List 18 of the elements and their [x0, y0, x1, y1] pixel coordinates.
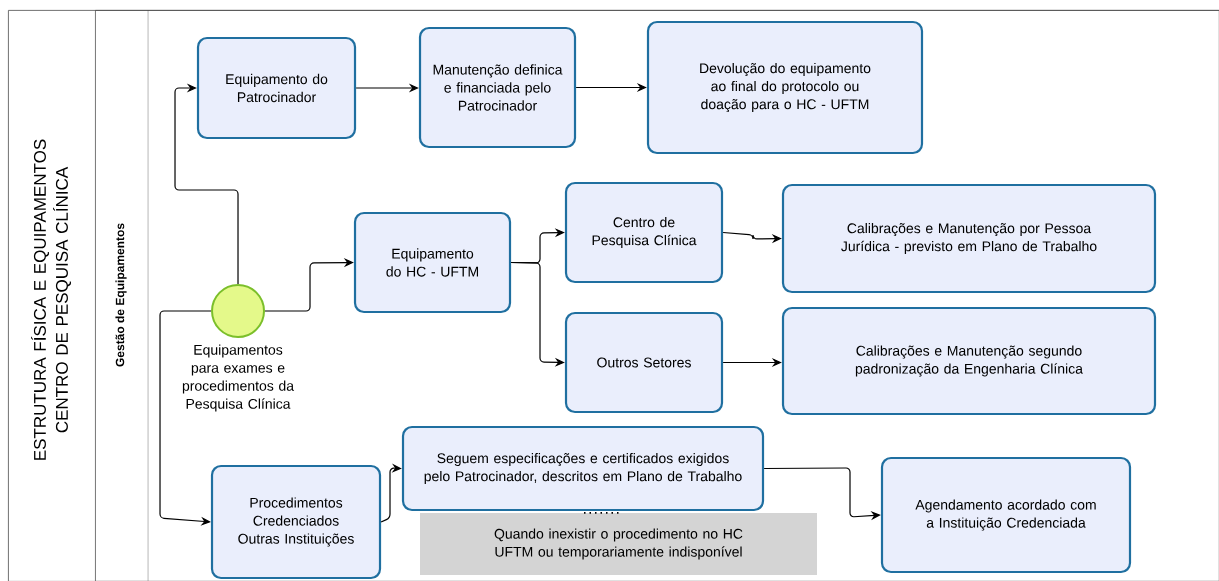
- note-box: Quando inexistir o procedimento no HC UFTM ou temporariamente indisponível: [420, 513, 817, 575]
- process-box: Centro de Pesquisa Clínica: [564, 181, 724, 284]
- circle-caption: Equipamentos para exames e procedimentos da Pesquisa Clínica: [182, 344, 295, 412]
- process-box: Seguem especificações e certificados exigidos pelo Patrocinador, descritos em Plano de Trabalho: [401, 425, 765, 512]
- dotted-connector: [582, 511, 620, 514]
- process-box: Equipamento do HC - UFTM: [353, 211, 512, 314]
- process-box: Procedimentos Credenciados Outras Instituições: [210, 464, 382, 580]
- process-box: Devolução do equipamento ao final do protocolo ou doação para o HC - UFTM: [646, 20, 924, 155]
- process-box: Agendamento acordado com a Instituição Credenciada: [880, 456, 1132, 574]
- process-box: Calibrações e Manutenção segundo padronização da Engenharia Clínica: [781, 306, 1157, 416]
- process-box: Equipamento do Patrocinador: [196, 36, 357, 140]
- process-box: Outros Setores: [564, 311, 724, 414]
- arrow: [380, 463, 402, 523]
- process-box: Manutenção definica e financiada pelo Patrocinador: [418, 26, 577, 149]
- start-circle: [211, 284, 265, 338]
- arrow: [174, 83, 239, 285]
- arrow: [264, 258, 354, 312]
- process-box: Calibrações e Manutenção por Pessoa Jurídica - previsto em Plano de Trabalho: [781, 183, 1157, 294]
